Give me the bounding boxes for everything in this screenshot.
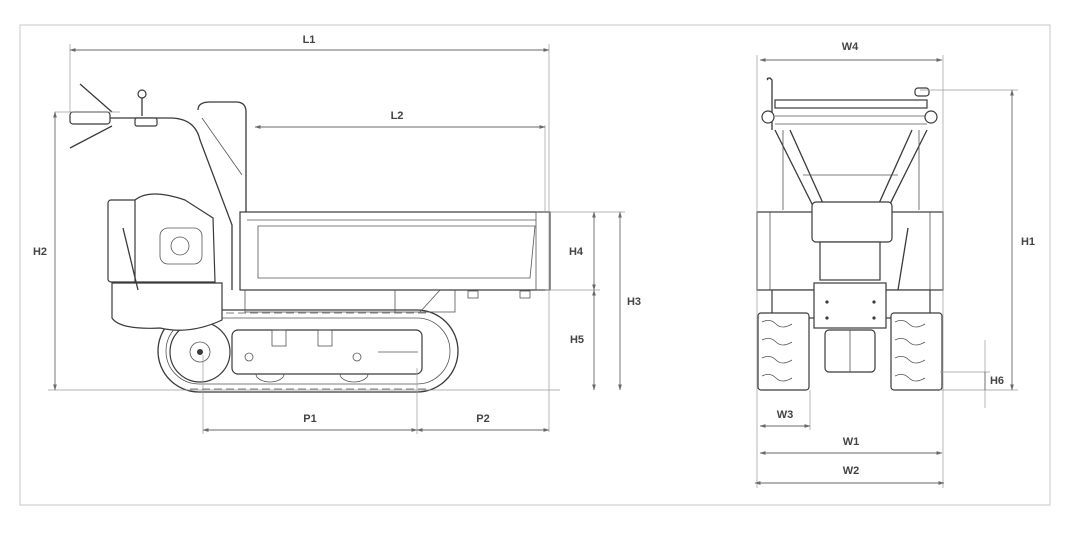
label-H1: H1 <box>1021 236 1035 248</box>
center-plate <box>813 282 887 329</box>
label-L1: L1 <box>303 34 316 46</box>
track-treads <box>190 312 430 390</box>
track-inner <box>165 317 451 385</box>
label-W1: W1 <box>843 436 860 448</box>
side-view-machine <box>69 83 551 393</box>
label-H5: H5 <box>570 334 584 346</box>
gearbox <box>111 282 223 331</box>
left-track <box>757 312 810 391</box>
handle-rail <box>774 99 928 109</box>
engine <box>134 193 216 283</box>
label-P1: P1 <box>303 413 316 425</box>
drawing-border <box>19 24 1051 506</box>
label-H4: H4 <box>569 246 584 258</box>
label-W2: W2 <box>843 465 860 477</box>
front-view-dimensions: W4 H1 H6 W3 W1 W2 <box>754 41 1035 488</box>
side-view-dimensions: L1 L2 H2 H4 H5 H3 P1 P2 <box>33 34 641 434</box>
handle-grip <box>69 111 111 125</box>
label-H6: H6 <box>990 375 1004 387</box>
front-view-machine <box>756 77 944 391</box>
label-H2: H2 <box>33 246 47 258</box>
engine-front <box>811 201 893 243</box>
track-outer <box>157 309 459 393</box>
label-W3: W3 <box>777 409 794 421</box>
label-P2: P2 <box>476 413 489 425</box>
label-L2: L2 <box>391 110 404 122</box>
right-track <box>890 312 943 391</box>
hopper <box>239 211 551 291</box>
operator-handle <box>110 117 233 290</box>
label-W4: W4 <box>842 41 859 53</box>
label-H3: H3 <box>627 296 641 308</box>
